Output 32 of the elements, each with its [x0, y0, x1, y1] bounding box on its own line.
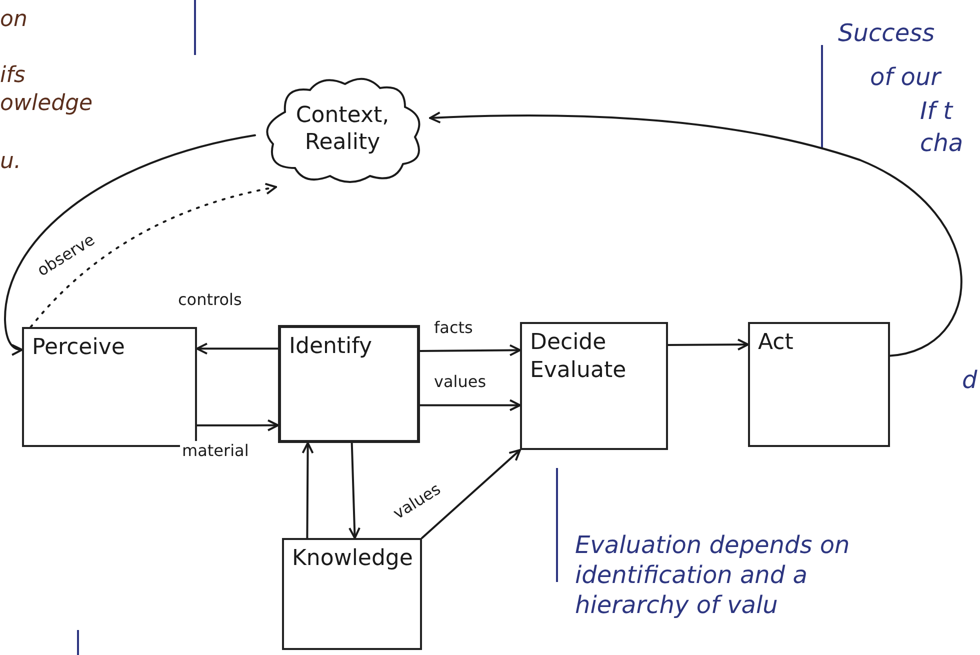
node-label: Identify	[289, 334, 374, 360]
arrow	[419, 344, 521, 356]
handwritten-note: Success	[838, 18, 935, 48]
node-label: Perceive	[32, 335, 126, 362]
arrow	[30, 183, 277, 328]
node-label: Context, Reality	[294, 103, 390, 156]
arrow	[4, 134, 256, 356]
arrow	[348, 442, 360, 539]
handwritten-note: ifs	[0, 62, 26, 90]
process-box	[278, 325, 420, 443]
node-label: Act	[758, 330, 794, 356]
process-box	[748, 322, 890, 447]
arrow	[196, 419, 279, 432]
handwritten-note: If t	[920, 96, 953, 126]
arrow	[196, 342, 279, 355]
process-box	[520, 322, 668, 450]
handwritten-note: owledge	[0, 90, 93, 118]
arrow	[421, 449, 521, 539]
node-label: Decide	[530, 330, 608, 356]
node-label: Evaluate	[530, 358, 628, 385]
handwritten-note: Evaluation depends on identification and a hierarchy of valu	[575, 530, 851, 620]
handwritten-note: d	[962, 365, 978, 395]
handwritten-note: u.	[0, 148, 21, 176]
handwritten-note: of our	[870, 62, 941, 92]
handwritten-note: on	[0, 6, 28, 34]
process-box	[282, 538, 422, 650]
node-label: Knowledge	[292, 546, 412, 572]
arrow	[429, 112, 962, 357]
arrow	[302, 442, 314, 539]
handwritten-note: cha	[920, 128, 964, 158]
arrow	[419, 399, 521, 412]
arrow	[667, 338, 749, 351]
